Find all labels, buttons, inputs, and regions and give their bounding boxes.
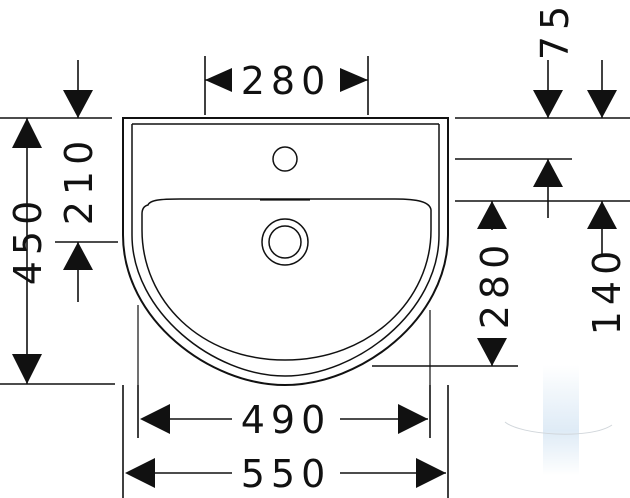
label-tap-hole-spacing: 280 <box>241 59 332 103</box>
label-overflow-offset: 75 <box>533 0 577 60</box>
dim-total-width: 550 <box>122 385 449 498</box>
tap-hole <box>272 146 298 172</box>
label-total-width: 550 <box>241 452 332 496</box>
label-inner-width: 490 <box>241 398 332 442</box>
label-total-depth: 450 <box>6 195 50 286</box>
dim-tap-hole-depth: 210 <box>55 60 118 302</box>
dim-inner-width: 490 <box>137 385 431 442</box>
watermark-logo <box>504 365 613 475</box>
dim-drain-offset: 140 <box>455 60 630 335</box>
drain-outer <box>261 218 309 266</box>
dim-overflow-offset: 75 <box>455 0 630 218</box>
label-drain-offset: 140 <box>585 245 629 336</box>
dim-drain-height: 280 <box>372 201 518 367</box>
label-drain-height: 280 <box>473 239 517 330</box>
label-tap-hole-depth: 210 <box>57 135 101 226</box>
drain-inner <box>268 225 302 259</box>
dim-total-depth: 450 <box>0 117 115 385</box>
dim-tap-hole-spacing: 280 <box>204 56 369 115</box>
washbasin-outline <box>122 117 449 387</box>
